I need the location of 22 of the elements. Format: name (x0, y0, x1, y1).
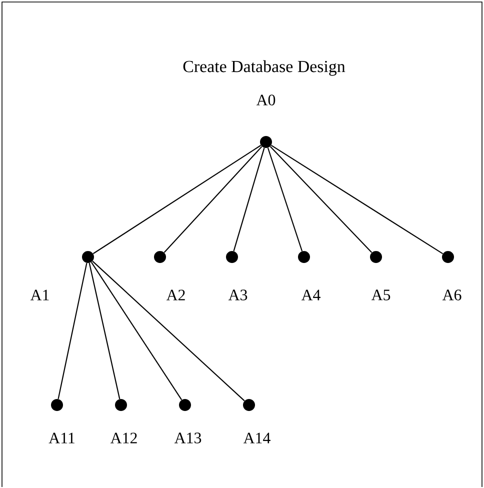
connector-line (233, 148, 265, 252)
node-label: A6 (442, 290, 462, 300)
node-label: A4 (301, 290, 320, 300)
connector-line (270, 144, 444, 254)
node-label: A11 (48, 432, 74, 444)
connector-line (90, 262, 182, 400)
connector-line (270, 146, 372, 253)
node-label: A3 (228, 290, 248, 300)
node-label: A13 (174, 432, 202, 444)
connector-line (267, 148, 303, 252)
node-label: A1 (30, 290, 49, 300)
node-label: A0 (256, 94, 276, 106)
node-label: A14 (243, 432, 270, 444)
title: Create Database Design (183, 60, 346, 76)
connector-line (58, 262, 88, 400)
connector-line (88, 262, 120, 400)
node-label: A12 (110, 432, 137, 444)
connector-line (92, 260, 245, 402)
connector-line (92, 144, 262, 254)
node-label: A2 (166, 290, 185, 300)
node-label: A5 (371, 290, 390, 300)
connector-line (164, 146, 262, 253)
